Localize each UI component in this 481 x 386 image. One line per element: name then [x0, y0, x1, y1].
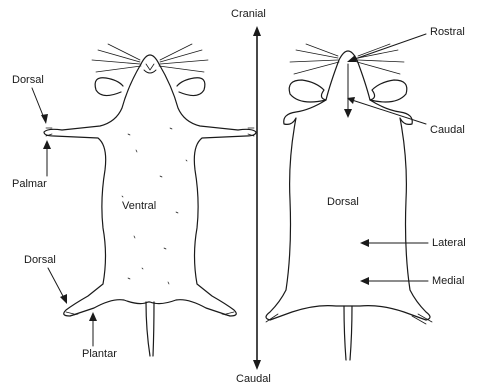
palmar-label: Palmar [12, 178, 47, 190]
label-arrows [32, 34, 428, 346]
dorsal-foot-label: Dorsal [24, 254, 56, 266]
caudal-axis-label: Caudal [236, 373, 271, 385]
lateral-label: Lateral [432, 237, 466, 249]
plantar-label: Plantar [82, 348, 117, 360]
dorsal-body-label: Dorsal [327, 196, 359, 208]
cranial-caudal-axis [253, 26, 261, 370]
medial-label: Medial [432, 275, 464, 287]
rostral-label: Rostral [430, 26, 465, 38]
cranial-label: Cranial [231, 8, 266, 20]
dorsal-paw-label: Dorsal [12, 74, 44, 86]
ventral-label: Ventral [122, 200, 156, 212]
caudal-label: Caudal [430, 124, 465, 136]
